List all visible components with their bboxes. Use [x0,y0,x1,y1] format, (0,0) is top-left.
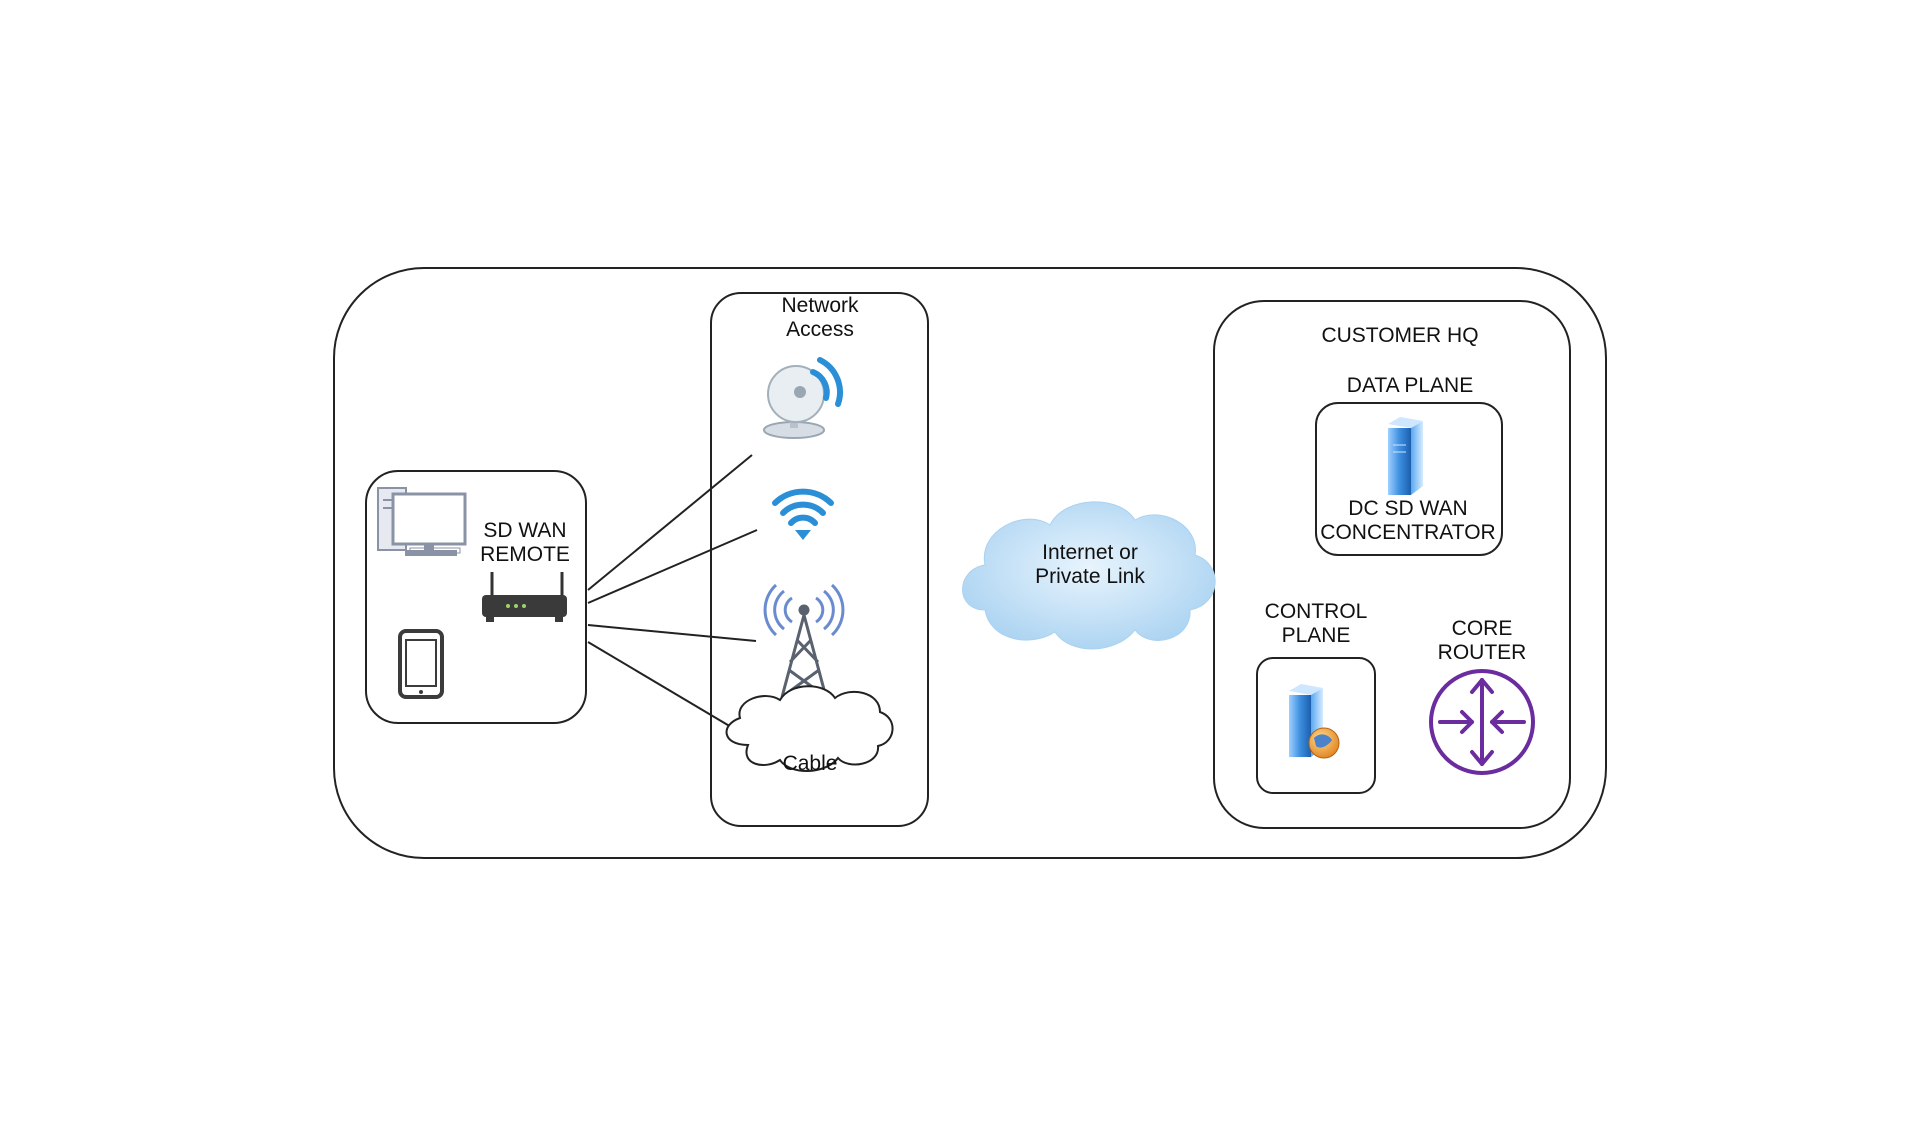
customer-hq-title: CUSTOMER HQ [1321,324,1479,347]
core-router-label-line2: ROUTER [1437,641,1527,664]
remote-label-line2: REMOTE [480,543,570,566]
customer-hq-box [1213,300,1571,829]
outer-frame [333,267,1607,859]
concentrator-label: DC SD WAN CONCENTRATOR [1308,497,1508,545]
internet-cloud [962,501,1216,650]
core-router-label-line1: CORE [1451,617,1513,640]
core-router-icon [1429,669,1535,775]
link-satellite [587,454,753,591]
cell-tower-icon [763,583,845,698]
control-plane-label: CONTROL PLANE [1256,600,1376,648]
control-plane-label-line1: CONTROL [1264,600,1368,623]
wifi-icon [772,488,834,540]
remote-label-line1: SD WAN [483,519,567,542]
desktop-computer-icon [377,487,467,556]
internet-label-line2: Private Link [1035,565,1145,588]
concentrator-label-line1: DC SD WAN [1348,497,1468,520]
satellite-dish-icon [763,357,843,439]
internet-label-line1: Internet or [1042,541,1138,564]
control-plane-box [1256,657,1376,794]
tablet-icon [398,629,444,699]
cable-cloud [725,685,894,772]
link-cellular [587,624,757,642]
connection-lines [587,454,758,738]
core-router-label: CORE ROUTER [1432,617,1532,665]
link-wifi [587,529,758,604]
data-plane-title: DATA PLANE [1346,374,1474,397]
remote-box [365,470,587,724]
network-access-title-line1: Network [781,294,859,317]
remote-label: SD WAN REMOTE [472,519,578,567]
web-server-icon [1289,684,1340,759]
control-plane-label-line2: PLANE [1281,624,1351,647]
network-access-box [710,292,929,827]
link-cable [587,641,749,738]
sd-wan-router-icon [482,572,567,622]
network-access-title-line2: Access [786,318,854,341]
internet-label: Internet or Private Link [1010,541,1170,589]
concentrator-label-line2: CONCENTRATOR [1320,521,1496,544]
network-access-title: Network Access [750,294,890,342]
cable-label: Cable [782,752,838,775]
server-icon [1388,417,1423,495]
data-plane-box [1315,402,1503,556]
